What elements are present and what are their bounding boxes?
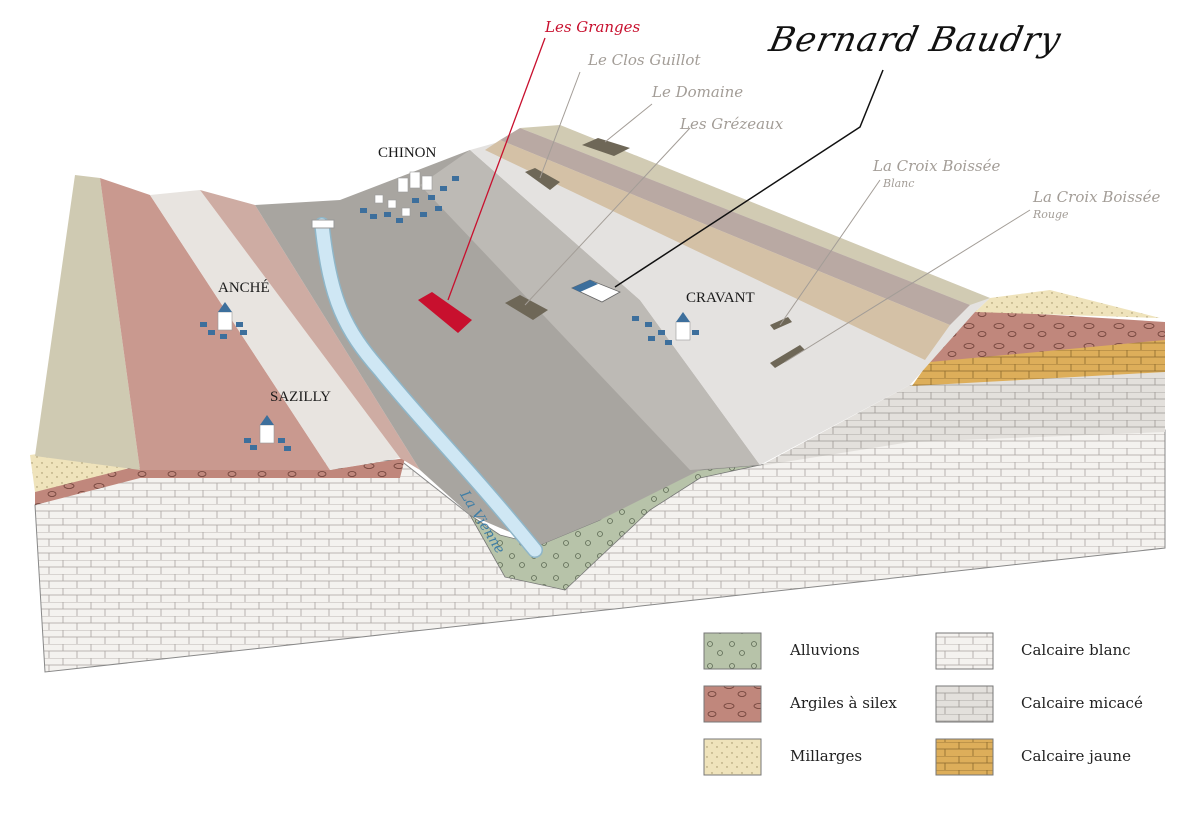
right-calcaire-jaune — [912, 338, 1165, 386]
legend-label-alluvions: Alluvions — [790, 641, 860, 659]
plot-clos-guillot — [525, 168, 560, 190]
plot-label-granges: Les Granges — [545, 18, 641, 36]
leader-line-grezeaux — [524, 127, 691, 306]
valley-floor — [255, 150, 760, 545]
plot-domaine — [582, 138, 630, 156]
plateau-band-mauve — [500, 128, 970, 325]
legend-swatch-calcaire-jaune — [935, 738, 994, 776]
legend-label-calcaire-jaune: Calcaire jaune — [1021, 747, 1131, 765]
legend-label-argiles: Argiles à silex — [790, 694, 897, 712]
legend-label-millarges: Millarges — [790, 747, 863, 765]
strip-left-pink — [100, 178, 330, 470]
leader-line-croix-blanc — [779, 179, 881, 326]
legend-swatch-calcaire-micace — [935, 685, 994, 723]
left-argiles — [35, 458, 405, 505]
plateau-band-tan-back — [520, 125, 990, 305]
valley-slope-light — [420, 150, 760, 470]
plateau-surface — [470, 125, 990, 465]
strip-left-rose — [200, 190, 420, 470]
village-sazilly-icon — [244, 415, 291, 451]
bridge-icon — [311, 219, 335, 229]
strip-left-light — [150, 190, 400, 470]
legend-swatch-argiles — [703, 685, 762, 723]
plateau-band-tan — [485, 140, 950, 360]
village-chinon-icon — [360, 171, 459, 223]
leader-line-croix-rouge — [784, 209, 1031, 363]
town-anche: ANCHÉ — [218, 280, 270, 296]
legend-label-calcaire-blanc: Calcaire blanc — [1021, 641, 1131, 659]
legend-swatch-alluvions — [703, 632, 762, 670]
leader-line-clos-guillot — [539, 71, 581, 179]
town-cravant: CRAVANT — [686, 290, 755, 306]
right-calcaire-micace — [760, 370, 1165, 466]
legend-swatch-millarges — [703, 738, 762, 776]
town-chinon: CHINON — [378, 145, 437, 161]
plot-label-croix-rouge: La Croix Boissée — [1033, 188, 1161, 206]
village-cravant-icon — [632, 312, 699, 345]
plot-label-grezeaux: Les Grézeaux — [680, 115, 784, 133]
plot-label-croix-blanc: La Croix Boissée — [873, 157, 1001, 175]
plot-les-granges — [418, 292, 472, 333]
town-sazilly: SAZILLY — [270, 389, 331, 405]
brand-signature: Bernard Baudry — [765, 20, 1065, 60]
domaine-building-icon — [571, 279, 621, 303]
leader-line-domaine — [604, 103, 653, 143]
right-argiles — [930, 310, 1165, 362]
plot-label-domaine: Le Domaine — [652, 83, 744, 101]
right-millarges — [975, 290, 1160, 318]
plot-croix-rouge — [770, 345, 805, 368]
plot-sublabel-blanc: Blanc — [883, 177, 915, 190]
plot-sublabel-rouge: Rouge — [1033, 208, 1069, 221]
leader-line-bernard-baudry — [614, 69, 884, 288]
plot-les-grezeaux — [505, 295, 548, 320]
village-anche-icon — [200, 302, 247, 339]
plot-label-clos-guillot: Le Clos Guillot — [588, 51, 701, 69]
strip-left-beige — [35, 175, 140, 470]
legend-swatch-calcaire-blanc — [935, 632, 994, 670]
leader-line-granges — [447, 37, 546, 301]
legend-label-calcaire-micace: Calcaire micacé — [1021, 694, 1143, 712]
